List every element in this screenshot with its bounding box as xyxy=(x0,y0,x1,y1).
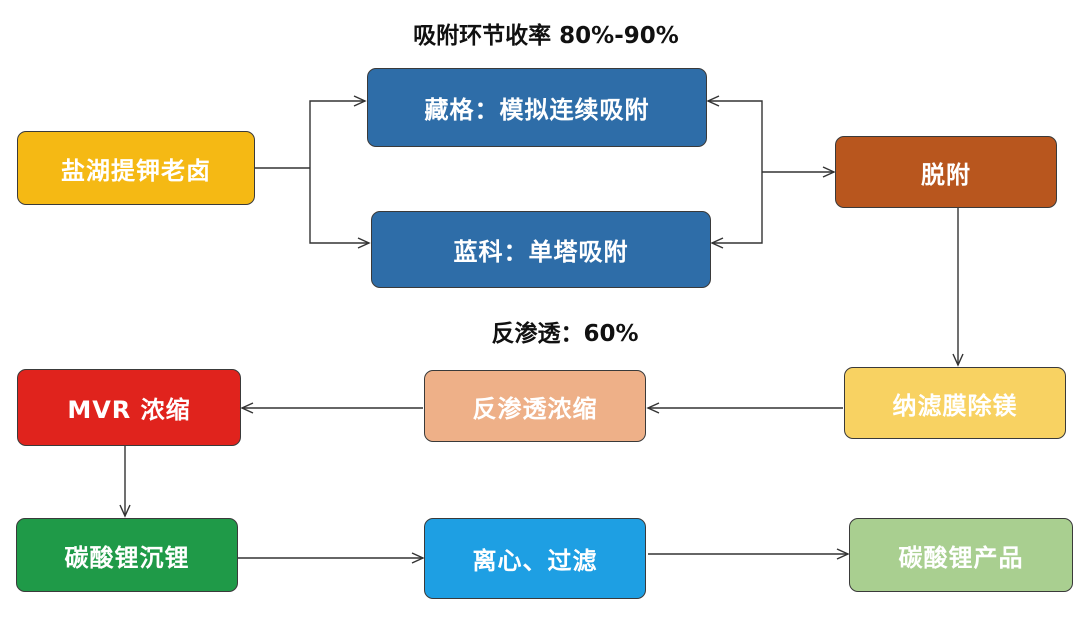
node-zangge-adsorption: 藏格：模拟连续吸附 xyxy=(367,68,707,147)
node-mvr-concentration: MVR 浓缩 xyxy=(17,369,241,446)
node-lithium-precipitation: 碳酸锂沉锂 xyxy=(16,518,238,592)
node-centrifuge-filter: 离心、过滤 xyxy=(424,518,646,599)
node-brine: 盐湖提钾老卤 xyxy=(17,131,255,205)
node-nanofiltration: 纳滤膜除镁 xyxy=(844,367,1066,439)
connector-bracket-to-lanke xyxy=(710,172,763,249)
connector-split-to-lanke xyxy=(309,168,371,249)
connector-bracket-to-zangge xyxy=(706,95,763,172)
connectors xyxy=(119,95,964,564)
node-lanke-adsorption: 蓝科：单塔吸附 xyxy=(371,211,711,288)
adsorption-yield-caption: 吸附环节收率 80%-90% xyxy=(413,23,679,49)
ro-yield-caption: 反渗透：60% xyxy=(491,321,639,347)
node-desorption: 脱附 xyxy=(835,136,1057,208)
node-lithium-carbonate-product: 碳酸锂产品 xyxy=(849,518,1073,592)
connector-split-to-zangge xyxy=(309,95,367,168)
node-ro-concentration: 反渗透浓缩 xyxy=(424,370,646,442)
